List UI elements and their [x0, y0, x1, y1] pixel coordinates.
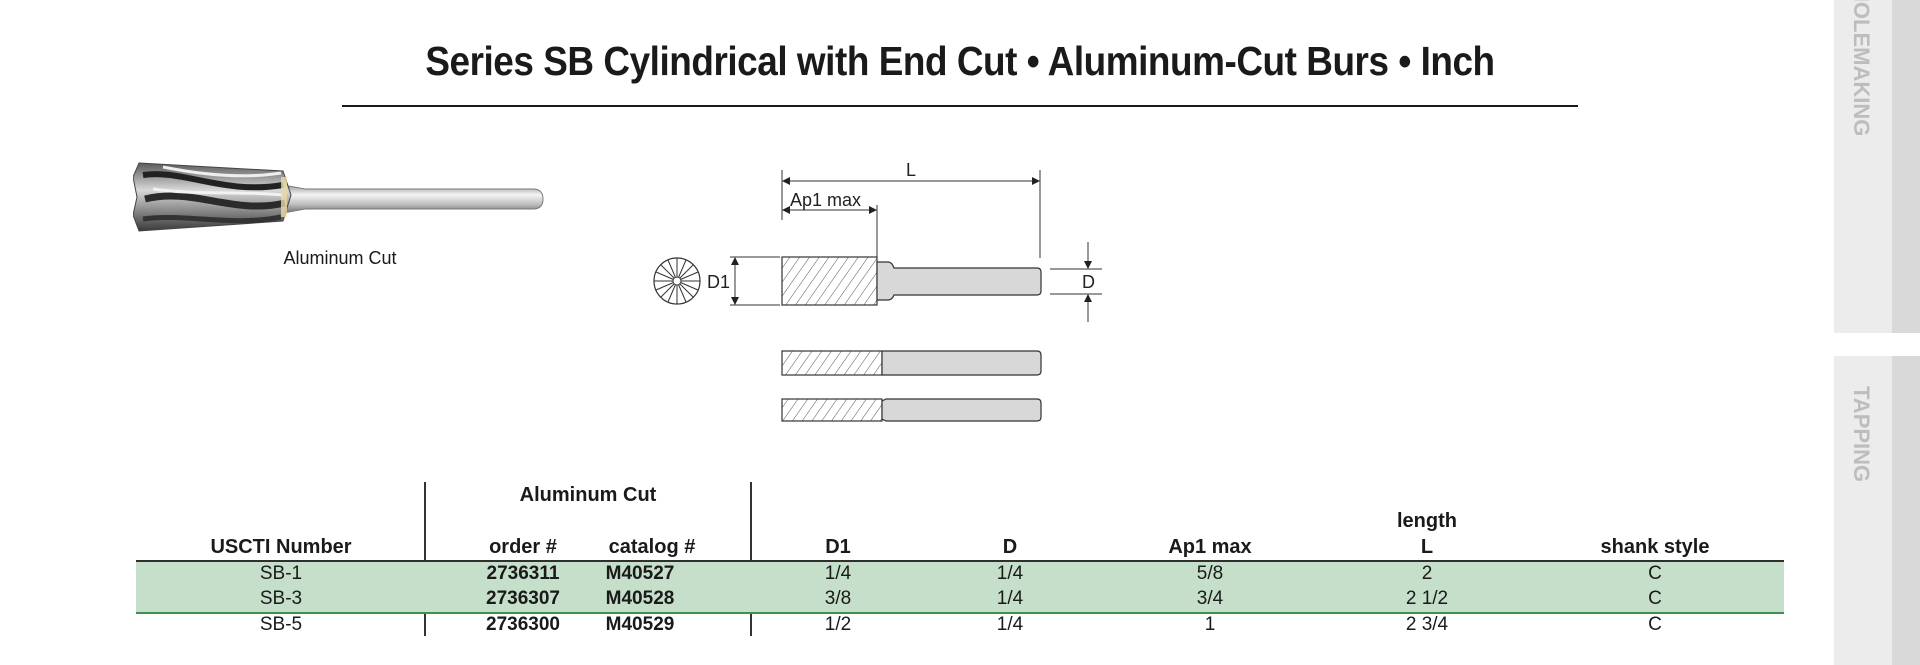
cell-order: 2736300 [486, 614, 560, 635]
side-tab-holemaking[interactable]: HOLEMAKING [1834, 0, 1892, 333]
cell-shank: C [1648, 563, 1662, 584]
cell-d: 1/4 [996, 563, 1024, 584]
header-uscti: USCTI Number [210, 536, 352, 558]
header-d: D [1002, 536, 1018, 558]
header-shank: shank style [1600, 536, 1710, 558]
cell-order: 2736311 [486, 563, 560, 584]
table-row: SB-3 2736307 M40528 3/8 1/4 3/4 2 1/2 C [136, 587, 1784, 612]
cell-catalog: M40527 [605, 563, 675, 584]
header-catalog: catalog # [608, 536, 696, 558]
header-l: L [1420, 536, 1434, 558]
table-divider [750, 482, 752, 636]
cell-uscti: SB-5 [259, 614, 303, 635]
cell-ap1: 1 [1204, 614, 1216, 635]
side-tab-tapping-label: TAPPING [1849, 386, 1874, 483]
table-divider [424, 482, 426, 636]
cell-l: 2 1/2 [1405, 588, 1449, 609]
cell-catalog: M40528 [605, 588, 675, 609]
cell-l: 2 [1421, 563, 1433, 584]
header-rule [136, 560, 1784, 562]
cell-ap1: 3/4 [1196, 588, 1224, 609]
photo-caption: Aluminum Cut [283, 248, 397, 268]
cell-catalog: M40529 [605, 614, 675, 635]
cell-ap1: 5/8 [1196, 563, 1224, 584]
cell-uscti: SB-1 [259, 563, 303, 584]
dim-label-l: L [906, 160, 916, 180]
table-row: SB-5 2736300 M40529 1/2 1/4 1 2 3/4 C [136, 613, 1784, 638]
cell-shank: C [1648, 614, 1662, 635]
cell-d1: 3/8 [824, 588, 852, 609]
product-table: Aluminum Cut length USCTI Number order #… [136, 480, 1784, 640]
side-tab-tapping-edge [1892, 356, 1920, 665]
header-group-length: length [1397, 510, 1457, 532]
dim-label-d: D [1082, 272, 1095, 292]
cell-shank: C [1648, 588, 1662, 609]
side-tab-holemaking-edge [1892, 0, 1920, 333]
title-divider [342, 105, 1578, 107]
header-ap1: Ap1 max [1168, 536, 1252, 558]
cell-uscti: SB-3 [259, 588, 303, 609]
cell-order: 2736307 [486, 588, 560, 609]
page-title: Series SB Cylindrical with End Cut • Alu… [425, 38, 1495, 84]
dim-label-ap1: Ap1 max [790, 190, 861, 210]
header-order: order # [489, 536, 557, 558]
dim-label-d1: D1 [707, 272, 730, 292]
cell-d1: 1/2 [824, 614, 852, 635]
cell-l: 2 3/4 [1405, 614, 1449, 635]
cell-d1: 1/4 [824, 563, 852, 584]
header-group-aluminum-cut: Aluminum Cut [519, 484, 657, 506]
technical-drawing: L Ap1 max D1 D [653, 160, 1102, 422]
cell-d: 1/4 [996, 614, 1024, 635]
table-row: SB-1 2736311 M40527 1/4 1/4 5/8 2 C [136, 562, 1784, 587]
side-tab-tapping[interactable]: TAPPING [1834, 356, 1892, 665]
header-d1: D1 [825, 536, 851, 558]
cell-d: 1/4 [996, 588, 1024, 609]
side-tab-holemaking-label: HOLEMAKING [1849, 0, 1874, 137]
bur-photo [133, 162, 544, 232]
row-rule [136, 612, 1784, 614]
end-view-icon [653, 257, 701, 305]
